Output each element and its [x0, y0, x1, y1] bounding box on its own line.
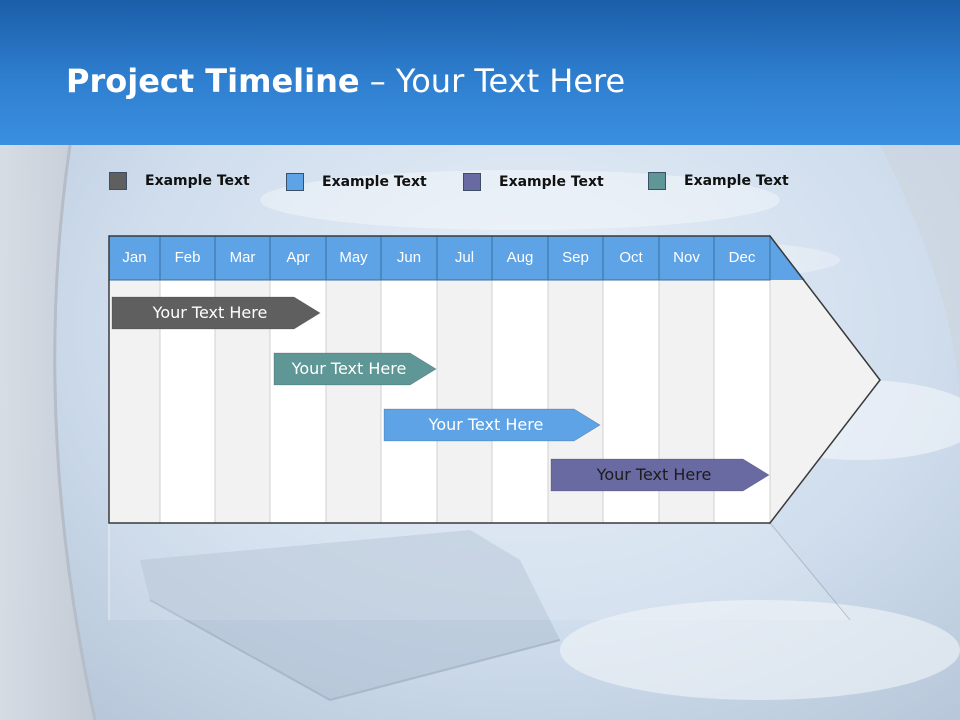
month-header-cell-feb	[159, 235, 216, 281]
month-header-cell-jan	[108, 235, 161, 281]
legend-swatch-3	[463, 173, 481, 191]
task-label-4: Your Text Here	[596, 465, 712, 484]
task-arrows	[111, 296, 770, 492]
month-label-jul: Jul	[454, 249, 475, 266]
legend-label-2: Example Text	[322, 174, 427, 190]
month-header-cell-nov	[658, 235, 715, 281]
month-header-cell-jun	[380, 235, 438, 281]
task-arrow-4	[550, 458, 770, 492]
month-column-jul	[436, 279, 493, 524]
month-header-cell-aug	[491, 235, 549, 281]
month-label-nov: Nov	[673, 249, 700, 266]
month-label-sep: Sep	[562, 249, 589, 266]
month-columns	[108, 235, 881, 524]
legend-item-4: Example Text	[648, 171, 789, 191]
month-label-apr: Apr	[286, 249, 310, 266]
month-label-jan: Jan	[122, 249, 147, 266]
task-arrow-2	[273, 352, 437, 386]
month-label-jun: Jun	[396, 249, 422, 266]
month-column-aug	[491, 279, 549, 524]
month-header-cell-apr	[269, 235, 327, 281]
arrow-outline	[108, 235, 881, 524]
month-column-jun	[380, 279, 438, 524]
month-label-feb: Feb	[174, 249, 201, 266]
legend-label-3: Example Text	[499, 174, 604, 190]
month-header-cell-jul	[436, 235, 493, 281]
task-label-2: Your Text Here	[291, 359, 407, 378]
legend-swatch-1	[109, 172, 127, 190]
month-label-dec: Dec	[728, 249, 756, 266]
month-header-cell-dec	[713, 235, 771, 281]
task-label-1: Your Text Here	[152, 303, 268, 322]
timeline-arrow	[769, 234, 881, 525]
legend-item-1: Example Text	[109, 171, 250, 191]
legend-swatch-4	[648, 172, 666, 190]
header-banner	[0, 0, 960, 145]
month-column-may	[325, 279, 382, 524]
page-title: Project Timeline – Your Text Here	[66, 58, 625, 104]
task-arrow-1	[111, 296, 321, 330]
month-header-cell-mar	[214, 235, 271, 281]
timeline-reflection	[108, 522, 851, 621]
title-main: Project Timeline	[66, 62, 360, 100]
month-label-mar: Mar	[229, 249, 256, 266]
title-subtitle: – Your Text Here	[359, 62, 626, 100]
legend-swatch-2	[286, 173, 304, 191]
legend-label-1: Example Text	[145, 173, 250, 189]
month-label-oct: Oct	[619, 249, 643, 266]
task-label-3: Your Text Here	[428, 415, 544, 434]
month-label-may: May	[339, 249, 368, 266]
task-arrow-3	[383, 408, 601, 442]
legend-item-2: Example Text	[286, 172, 427, 192]
legend-label-4: Example Text	[684, 173, 789, 189]
month-label-aug: Aug	[506, 249, 534, 266]
month-header-cell-may	[325, 235, 382, 281]
legend-item-3: Example Text	[463, 172, 604, 192]
